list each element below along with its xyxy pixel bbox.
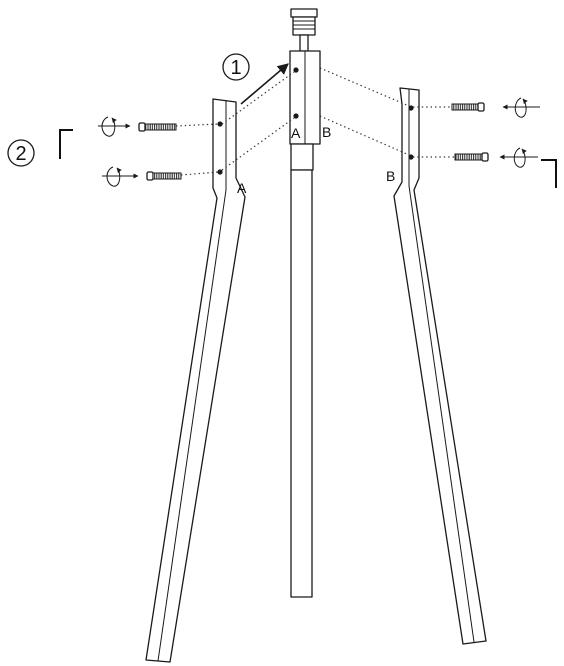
left-leg-label-a: A [237,180,247,196]
rotate-arrow-right-lower-icon [499,147,538,168]
rotate-arrow-right-upper-icon [502,97,540,118]
pole-label-b: B [322,124,331,140]
alignment-guides [175,67,455,176]
step-bracket-right [541,159,557,188]
rotate-arrow-left-lower-icon [102,166,139,187]
pole-tube [290,169,313,598]
step-2-marker: 2 [7,139,35,167]
step-2-number: 2 [15,143,26,165]
screw-right-lower [454,152,489,162]
pole-label-a: A [291,125,301,141]
pole-bracket [289,50,321,145]
center-pole [289,8,321,598]
step-bracket-left [59,129,73,159]
right-leg [393,87,487,645]
left-leg [145,98,246,663]
screw-right-upper [451,102,485,112]
screw-left-upper [138,122,177,132]
insert-arrow [240,63,289,105]
rotate-arrow-left-upper-icon [98,116,131,137]
right-leg-label-b: B [386,168,395,184]
step-1-number: 1 [230,57,241,79]
lamp-socket [290,8,318,52]
screw-left-lower [146,171,182,181]
step-1-marker: 1 [222,53,250,81]
